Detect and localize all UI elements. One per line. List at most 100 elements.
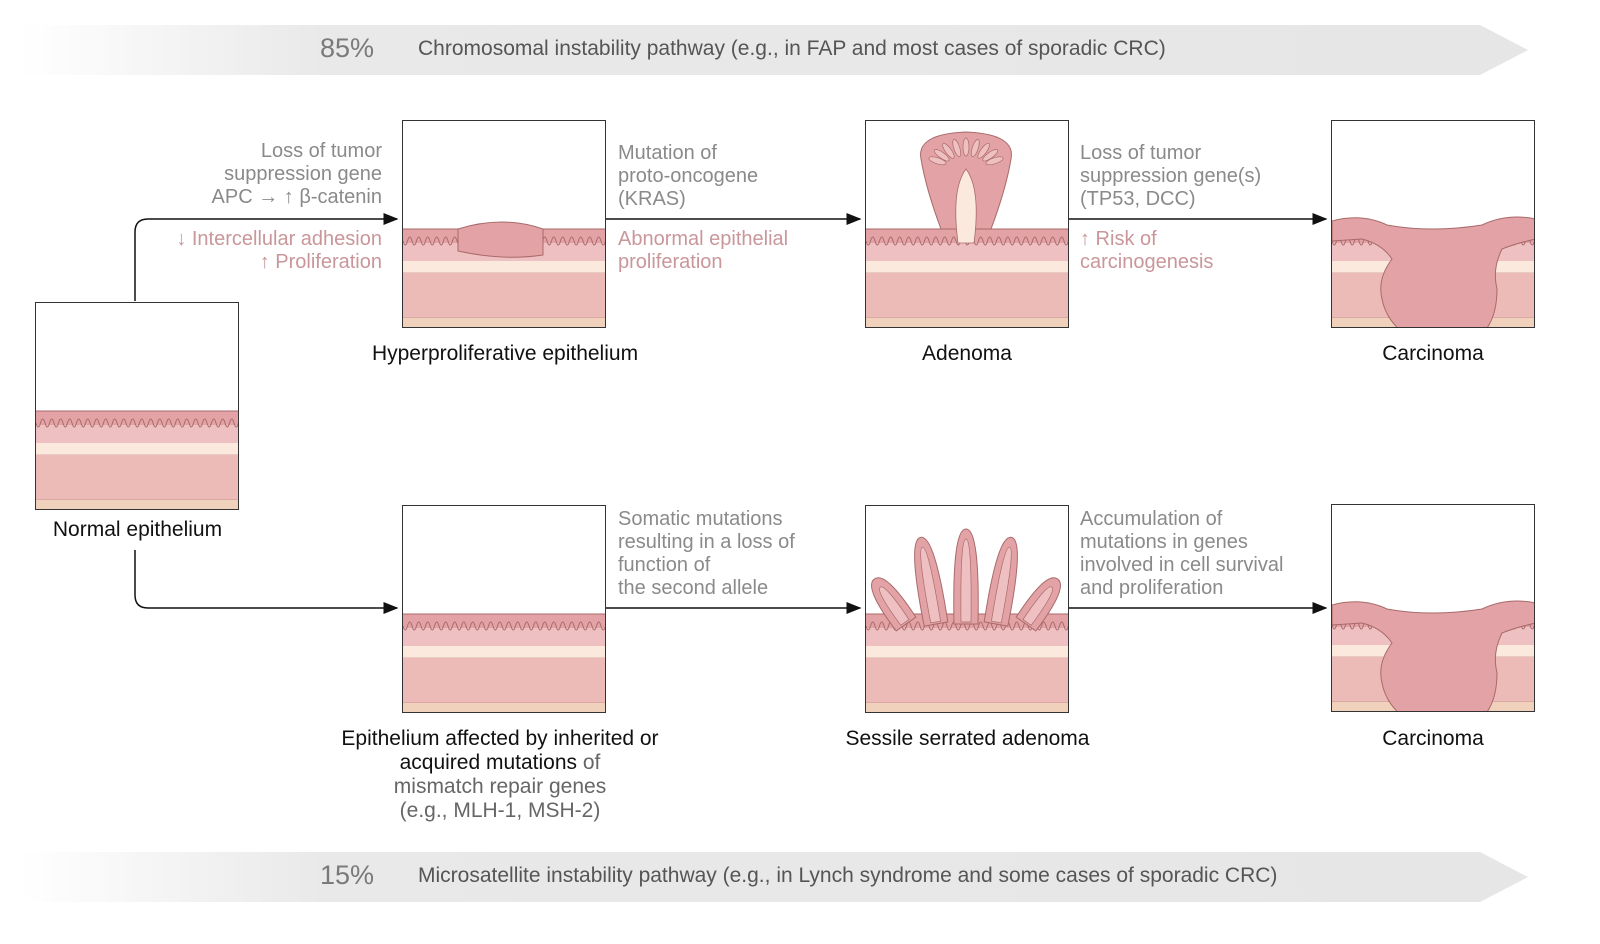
banner-label: Chromosomal instability pathway (e.g., i…: [418, 37, 1166, 60]
note-line: the second allele: [618, 577, 769, 599]
crypt-line: [403, 621, 605, 631]
muscle-layer: [36, 455, 238, 500]
note-tp53-effect: ↑ Risk of carcinogenesis: [1080, 228, 1325, 274]
banner-label: Microsatellite instability pathway (e.g.…: [418, 864, 1278, 887]
note-kras: Mutation of proto-oncogene (KRAS): [618, 142, 858, 211]
frond-core: [879, 586, 910, 626]
note-line: Loss of tumor: [1080, 142, 1202, 164]
crypt: [970, 139, 980, 157]
banner-percent: 15%: [320, 860, 375, 890]
caption-adenoma: Adenoma: [922, 342, 1012, 365]
caption-light-line: mismatch repair genes: [393, 775, 607, 798]
crypt: [952, 139, 962, 157]
submucosa-layer: [403, 261, 605, 273]
note-kras-effect: Abnormal epithelial proliferation: [618, 228, 858, 274]
panel-normal-epithelium: [35, 302, 239, 510]
caption-bold-part: Epithelium affected by inherited or acqu…: [341, 727, 659, 774]
caption-sessile-serrated-adenoma: Sessile serrated adenoma: [845, 727, 1090, 750]
serosa-layer: [866, 318, 1068, 327]
note-line: proto-oncogene: [618, 165, 759, 187]
note-line: mutations in genes: [1080, 531, 1248, 553]
tissue-illustration: [866, 131, 1068, 327]
note-line: APC → ↑ β-catenin: [211, 186, 382, 208]
muscle-layer: [866, 658, 1068, 703]
submucosa-layer: [866, 261, 1068, 273]
note-line: Mutation of: [618, 142, 717, 164]
caption-msi-epithelium: Epithelium affected by inherited or acqu…: [310, 727, 690, 823]
panel-hyperproliferative: [402, 120, 606, 328]
banner-percent: 85%: [320, 33, 375, 63]
panel-carcinoma-top: [1331, 120, 1535, 328]
crypt: [977, 142, 990, 159]
frond-core: [920, 546, 941, 624]
serosa-layer: [403, 703, 605, 712]
serosa-layer: [403, 318, 605, 327]
panel-msi-epithelium: [402, 505, 606, 713]
crypt: [928, 156, 947, 166]
crypt: [985, 156, 1004, 166]
note-line: and proliferation: [1080, 577, 1224, 599]
panel-carcinoma-bottom: [1331, 504, 1535, 712]
submucosa-layer: [866, 646, 1068, 658]
polyp-stalk: [955, 168, 977, 244]
tissue-illustration: [36, 410, 238, 509]
panel-sessile-serrated-adenoma: [865, 505, 1069, 713]
note-line: function of: [618, 554, 711, 576]
frond-core: [960, 538, 972, 623]
caption-light-line: (e.g., MLH-1, MSH-2): [399, 799, 601, 822]
crypt: [933, 149, 950, 162]
note-line: ↓ Intercellular adhesion: [176, 228, 382, 250]
panel-adenoma: [865, 120, 1069, 328]
caption-normal-epithelium: Normal epithelium: [52, 518, 223, 541]
note-line: suppression gene: [224, 163, 382, 185]
muscle-layer: [403, 658, 605, 703]
serosa-layer: [36, 500, 238, 509]
hyperproliferative-bulge: [457, 221, 544, 258]
tissue-illustration: [866, 528, 1068, 712]
note-somatic-mutations: Somatic mutations resulting in a loss of…: [618, 508, 858, 600]
caption-light-part: of: [582, 751, 601, 774]
note-line: proliferation: [618, 251, 723, 273]
note-line: ↑ Risk of: [1080, 228, 1157, 250]
frond-core: [1022, 586, 1053, 626]
note-line: resulting in a loss of: [618, 531, 795, 553]
crypt: [962, 137, 970, 157]
caption-carcinoma-bottom: Carcinoma: [1382, 727, 1484, 750]
submucosa-layer: [403, 646, 605, 658]
note-line: Somatic mutations: [618, 508, 783, 530]
note-line: Abnormal epithelial: [618, 228, 789, 250]
note-line: Loss of tumor: [260, 140, 382, 162]
note-line: ↑ Proliferation: [259, 251, 382, 273]
serosa-layer: [866, 703, 1068, 712]
note-line: Accumulation of: [1080, 508, 1223, 530]
submucosa-layer: [36, 443, 238, 455]
note-tp53: Loss of tumor suppression gene(s) (TP53,…: [1080, 142, 1325, 211]
note-line: carcinogenesis: [1080, 251, 1214, 273]
note-line: suppression gene(s): [1080, 165, 1262, 187]
invasive-tumor: [1332, 216, 1534, 327]
note-apc: Loss of tumor suppression gene APC → ↑ β…: [140, 140, 382, 209]
note-line: (KRAS): [618, 188, 686, 210]
note-accumulation: Accumulation of mutations in genes invol…: [1080, 508, 1325, 600]
banner-arrow-shape: [20, 25, 1528, 75]
banner-chromosomal-instability: 85% Chromosomal instability pathway (e.g…: [20, 25, 1535, 75]
caption-hyperproliferative: Hyperproliferative epithelium: [371, 342, 639, 365]
epithelium-layer: [36, 411, 238, 425]
tissue-illustration: [403, 613, 605, 712]
note-apc-effect: ↓ Intercellular adhesion ↑ Proliferation: [140, 228, 382, 274]
arrow-normal-to-msi-epithelium: [134, 550, 399, 614]
note-line: (TP53, DCC): [1080, 188, 1196, 210]
banner-microsatellite-instability: 15% Microsatellite instability pathway (…: [20, 852, 1535, 902]
note-line: involved in cell survival: [1080, 554, 1284, 576]
crypt: [982, 149, 999, 162]
crypt: [942, 142, 955, 159]
arrow-normal-to-hyperproliferative: [134, 213, 399, 301]
banner-arrow-shape: [20, 852, 1528, 902]
invasive-tumor: [1332, 600, 1534, 711]
caption-carcinoma-top: Carcinoma: [1382, 342, 1484, 365]
tissue-illustration: [403, 221, 605, 327]
muscle-layer: [866, 273, 1068, 318]
tissue-illustration: [1332, 216, 1534, 327]
crypt-line: [36, 418, 238, 428]
